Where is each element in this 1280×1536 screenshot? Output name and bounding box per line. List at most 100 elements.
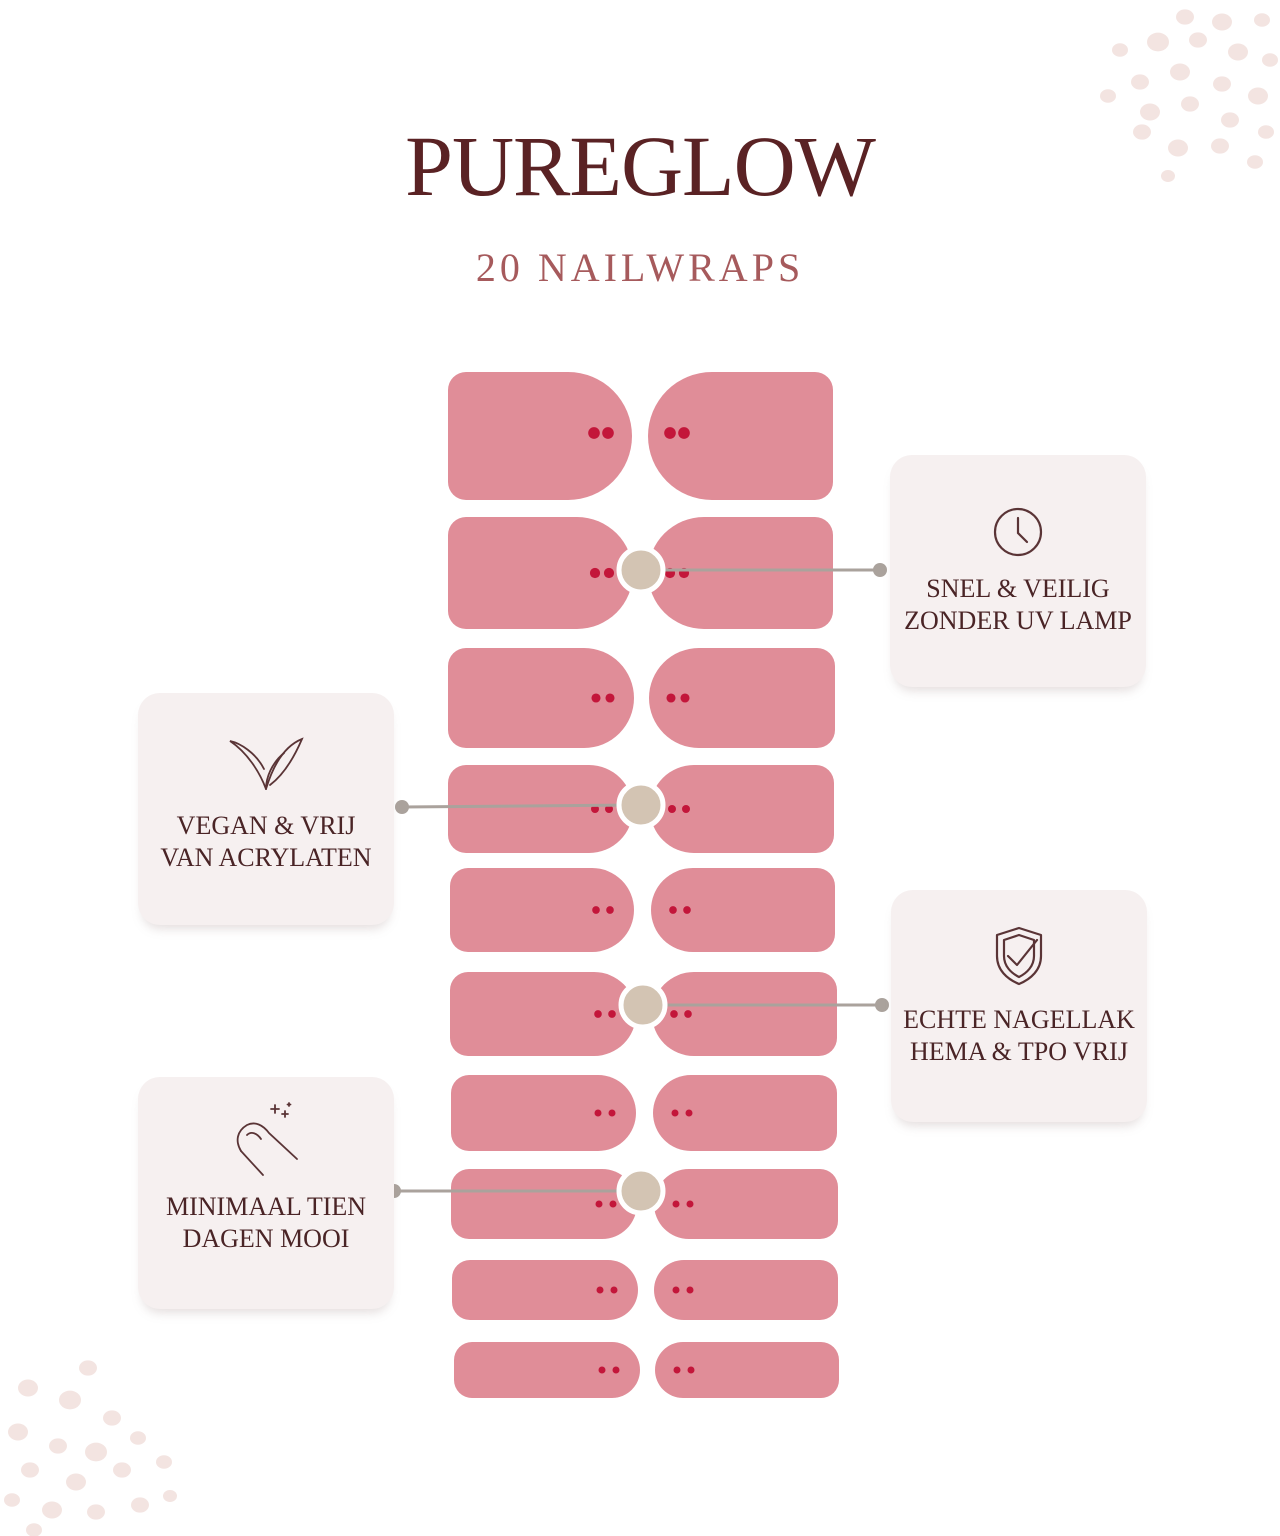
nail-wrap-left [448, 765, 633, 853]
connector-end-snel [873, 563, 887, 577]
speckles-top-right [1100, 9, 1278, 182]
speckle [113, 1462, 131, 1478]
feature-card-vegan: VEGAN & VRIJ VAN ACRYLATEN [138, 693, 394, 925]
speckle [59, 1390, 81, 1410]
nail-wrap-right-dot [670, 1010, 678, 1018]
nail-wrap-pair [450, 868, 835, 952]
nail-wrap-left-dot [594, 1010, 602, 1018]
feature-vegan-line1: VEGAN & VRIJ [176, 811, 356, 840]
nail-wrap-left-dot [612, 1366, 620, 1374]
nail-wrap-right-dot [680, 693, 690, 703]
nail-sparkle-icon [138, 1101, 394, 1181]
speckle [4, 1493, 20, 1507]
nail-wrap-right-dot [671, 1109, 679, 1117]
speckle [1262, 53, 1278, 67]
speckle [66, 1473, 86, 1491]
nail-wrap-left-dot [589, 567, 601, 579]
speckle [1213, 76, 1231, 92]
nail-wrap-right-dot [685, 1109, 693, 1117]
nail-wrap-left-dot [591, 805, 599, 813]
connector-node-nagellak [618, 980, 668, 1030]
nail-wrap-left-dot [605, 805, 613, 813]
feature-snel-line1: SNEL & VEILIG [926, 574, 1110, 603]
nail-wrap-left [452, 1260, 638, 1320]
leaf-icon [138, 733, 394, 797]
nail-wrap-right-dot [668, 805, 676, 813]
speckle [85, 1442, 107, 1462]
nail-wrap-right-dot [686, 1200, 694, 1208]
nail-wrap-right-dot [672, 1286, 680, 1294]
speckle [130, 1431, 146, 1445]
nail-wrap-left [448, 517, 633, 629]
speckle [1112, 43, 1128, 57]
brand-title: PUREGLOW [405, 118, 876, 214]
connector-node-snel [616, 545, 666, 595]
connector-node-vegan [616, 780, 666, 830]
nail-wrap-pair [448, 648, 835, 748]
nail-wrap-left [450, 972, 636, 1056]
nail-wrap-left-dot [598, 1366, 606, 1374]
nail-wrap-left-dot [591, 693, 601, 703]
nail-wrap-right-dot [687, 1366, 695, 1374]
nail-wrap-right-dot [678, 427, 690, 439]
speckle [1258, 125, 1274, 139]
feature-card-snel-veilig: SNEL & VEILIG ZONDER UV LAMP [890, 455, 1146, 687]
nail-wrap-right [648, 372, 833, 500]
nail-wrap-right [654, 1260, 838, 1320]
speckle [1181, 96, 1199, 112]
nail-wrap-pair [451, 1075, 837, 1151]
speckle [1161, 170, 1175, 182]
nail-wrap-right [650, 765, 834, 853]
speckle [26, 1523, 42, 1536]
nail-wrap-pair [448, 765, 834, 853]
nail-wrap-left-dot [608, 1010, 616, 1018]
nail-wrap-right [653, 1075, 837, 1151]
nail-wrap-left [448, 372, 632, 500]
connector-line-vegan [401, 803, 642, 809]
nail-wrap-right-dot [684, 1010, 692, 1018]
nail-wrap-left [451, 1169, 637, 1239]
speckle [1212, 13, 1232, 31]
nail-wrap-left-dot [603, 567, 615, 579]
speckle [1140, 103, 1160, 121]
speckle [21, 1462, 39, 1478]
nail-wrap-right [651, 868, 835, 952]
feature-minimaal-line2: DAGEN MOOI [182, 1224, 350, 1253]
speckle [1100, 89, 1116, 103]
speckle [1248, 87, 1268, 105]
nail-wrap-left-dot [605, 693, 615, 703]
speckle [1131, 74, 1149, 90]
speckle [1147, 32, 1169, 52]
nail-wrap-left-dot [595, 1200, 603, 1208]
nail-wrap-left [454, 1342, 640, 1398]
nail-wrap-left [450, 868, 634, 952]
speckle [1133, 124, 1151, 140]
feature-card-nagellak: ECHTE NAGELLAK HEMA & TPO VRIJ [891, 890, 1147, 1122]
nail-wrap-left [451, 1075, 636, 1151]
shield-check-icon [891, 924, 1147, 992]
speckle [8, 1423, 28, 1441]
speckles-bottom-left [4, 1360, 177, 1536]
nail-wrap-pair [451, 1169, 838, 1239]
speckle [1211, 138, 1229, 154]
nail-wrap-right-dot [669, 906, 677, 914]
speckle [1189, 32, 1207, 48]
speckle [1170, 63, 1190, 81]
nail-wrap-right [655, 1342, 839, 1398]
nail-wrap-left-dot [594, 1109, 602, 1117]
speckle [1254, 13, 1270, 27]
nail-wrap-right-dot [682, 805, 690, 813]
nail-wrap-right-dot [673, 1366, 681, 1374]
nail-wrap-left-dot [609, 1200, 617, 1208]
nail-wrap-right [654, 1169, 838, 1239]
feature-nagellak-line2: HEMA & TPO VRIJ [910, 1037, 1128, 1066]
speckle [163, 1490, 177, 1502]
speckle [103, 1410, 121, 1426]
connector-end-nagellak [875, 998, 889, 1012]
speckle [1247, 155, 1263, 169]
speckle [79, 1360, 97, 1376]
nail-wrap-left-dot [608, 1109, 616, 1117]
nail-wrap-pair [448, 517, 833, 629]
